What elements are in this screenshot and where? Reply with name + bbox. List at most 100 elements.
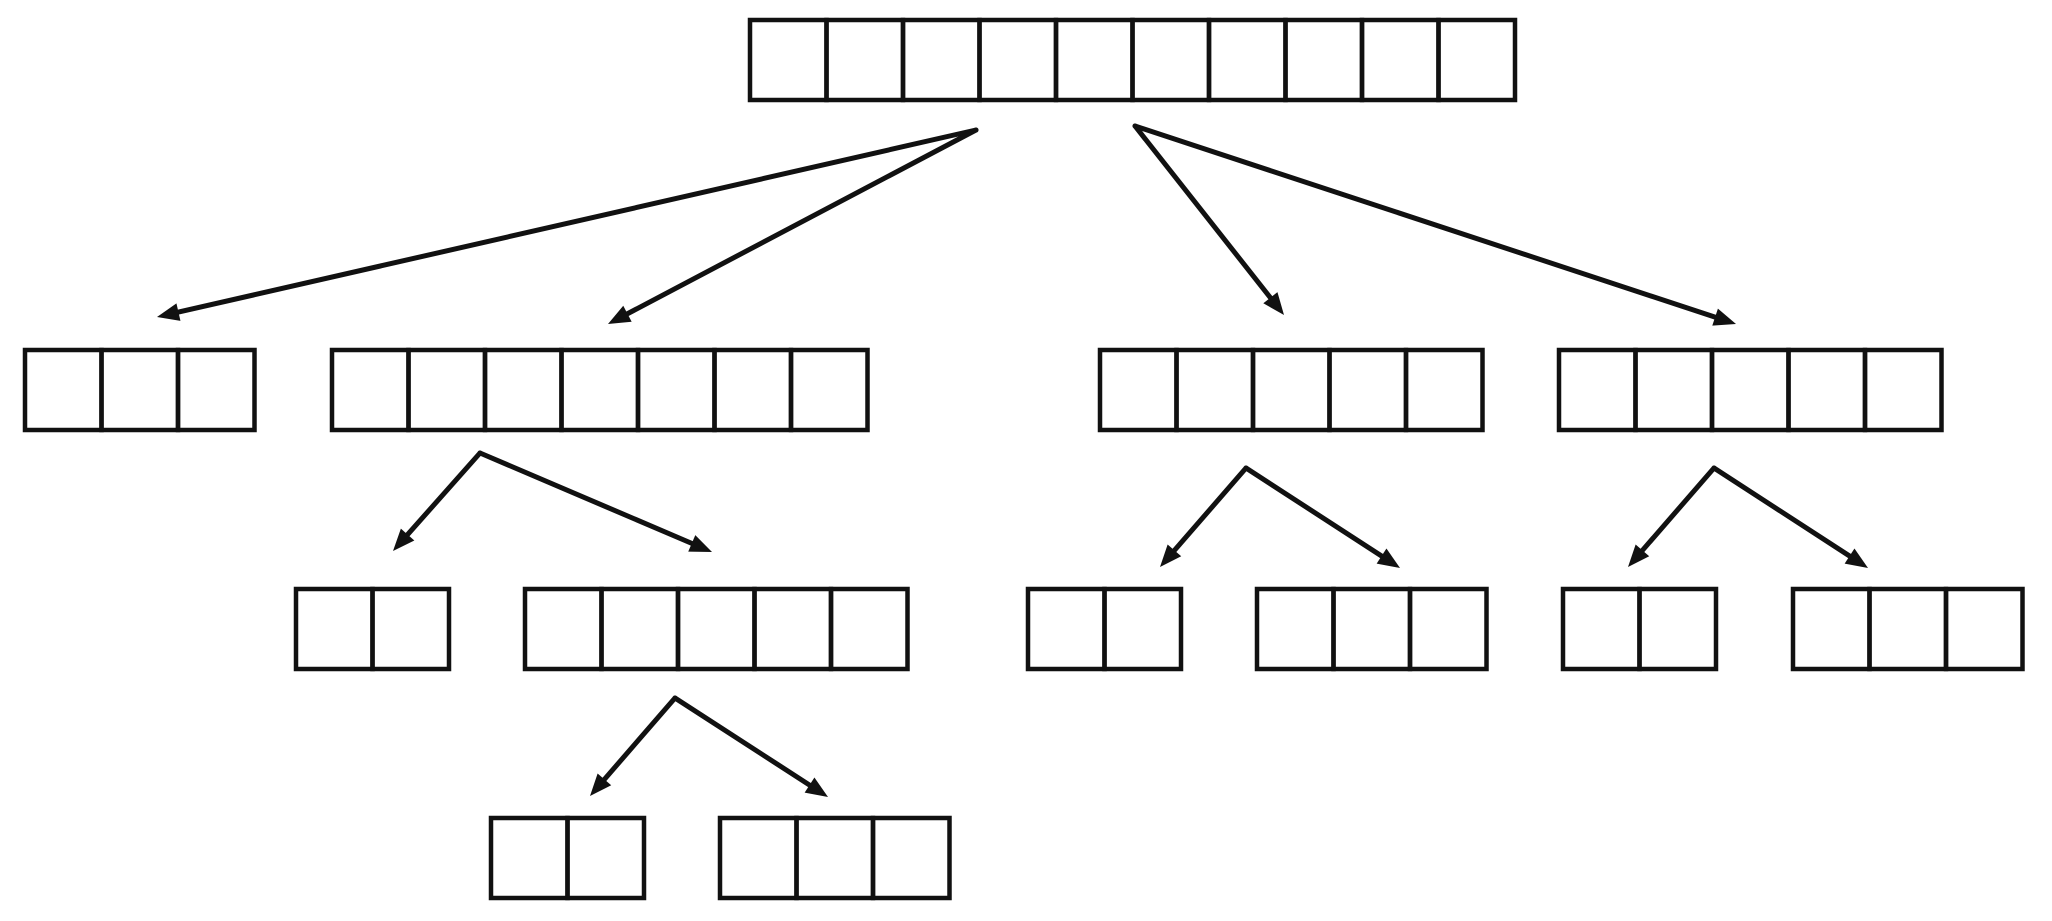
array-cell <box>329 347 411 433</box>
arrowhead <box>1628 544 1650 567</box>
array-cell <box>1254 586 1336 672</box>
array-cell <box>747 17 829 103</box>
array-cell <box>1867 586 1949 672</box>
array-cell <box>1556 347 1638 433</box>
array-cell <box>828 586 910 672</box>
array-cell <box>1790 586 1872 672</box>
array-node-n2b2 <box>717 815 952 901</box>
array-cell <box>1709 347 1791 433</box>
arrowhead <box>1712 308 1736 326</box>
array-cell <box>1053 17 1135 103</box>
array-node-root <box>747 17 1518 103</box>
arrowhead <box>157 303 181 321</box>
arrowhead <box>608 305 632 324</box>
arrow-root-n3 <box>1132 123 1284 315</box>
arrow-shaft <box>1711 465 1853 559</box>
arrow-shaft <box>175 127 979 315</box>
array-cell <box>1560 586 1642 672</box>
arrow-root-n1 <box>157 127 979 321</box>
arrow-shaft <box>405 450 483 538</box>
tree-nodes <box>22 17 2025 901</box>
array-cell <box>599 586 681 672</box>
arrowhead <box>1844 548 1868 568</box>
arrow-shaft <box>1132 123 1718 320</box>
array-cell <box>1943 586 2025 672</box>
array-cell <box>22 347 104 433</box>
arrow-n2b-n2b2 <box>672 695 828 797</box>
array-cell <box>752 586 834 672</box>
arrow-shaft <box>624 127 979 317</box>
arrow-shaft <box>1639 465 1717 553</box>
arrowhead <box>688 535 712 552</box>
array-cell <box>824 17 906 103</box>
arrow-shaft <box>601 695 678 782</box>
array-node-n3b <box>1254 586 1489 672</box>
arrow-n4-n4b <box>1711 465 1868 568</box>
arrowhead <box>804 777 828 797</box>
arrow-shaft <box>1132 123 1273 301</box>
arrow-n4-n4a <box>1628 465 1717 567</box>
tree-edges <box>157 123 1868 797</box>
array-cell <box>488 815 570 901</box>
array-node-n3 <box>1097 347 1485 433</box>
arrow-shaft <box>1171 465 1249 553</box>
array-cell <box>1862 347 1944 433</box>
array-node-n2b <box>522 586 910 672</box>
arrow-root-n4 <box>1132 123 1736 326</box>
array-cell <box>977 17 1059 103</box>
array-cell <box>635 347 717 433</box>
array-cell <box>522 586 604 672</box>
array-cell <box>1436 17 1518 103</box>
array-cell <box>1206 17 1288 103</box>
arrowhead <box>393 528 415 551</box>
array-node-n2b1 <box>488 815 647 901</box>
arrowhead <box>1263 292 1284 315</box>
array-cell <box>788 347 870 433</box>
array-cell <box>1327 347 1409 433</box>
array-cell <box>1637 586 1719 672</box>
arrowhead <box>590 773 612 796</box>
array-cell <box>1130 17 1212 103</box>
array-cell <box>1025 586 1107 672</box>
array-node-n2 <box>329 347 870 433</box>
array-node-n1 <box>22 347 257 433</box>
arrowhead <box>1376 548 1400 568</box>
array-cell <box>1283 17 1365 103</box>
array-node-n3a <box>1025 586 1184 672</box>
arrowhead <box>1160 544 1182 567</box>
array-cell <box>794 815 876 901</box>
array-cell <box>1633 347 1715 433</box>
array-cell <box>99 347 181 433</box>
array-node-n4 <box>1556 347 1944 433</box>
arrow-n3-n3b <box>1243 465 1400 568</box>
array-cell <box>1102 586 1184 672</box>
array-node-n2a <box>293 586 452 672</box>
array-cell <box>293 586 375 672</box>
arrow-n2b-n2b1 <box>590 695 678 796</box>
array-cell <box>1359 17 1441 103</box>
array-cell <box>1250 347 1332 433</box>
array-node-n4b <box>1790 586 2025 672</box>
array-cell <box>1174 347 1256 433</box>
array-cell <box>900 17 982 103</box>
arrow-n2-n2b <box>477 450 712 552</box>
arrow-n2-n2a <box>393 450 483 551</box>
array-cell <box>1331 586 1413 672</box>
arrow-n3-n3a <box>1160 465 1249 567</box>
array-cell <box>1407 586 1489 672</box>
arrow-shaft <box>477 450 695 546</box>
array-cell <box>1403 347 1485 433</box>
array-cell <box>370 586 452 672</box>
array-cell <box>717 815 799 901</box>
array-cell <box>1786 347 1868 433</box>
array-cell <box>559 347 641 433</box>
array-cell <box>712 347 794 433</box>
array-cell <box>406 347 488 433</box>
arrow-root-n2 <box>608 127 979 324</box>
array-node-n4a <box>1560 586 1719 672</box>
array-cell <box>870 815 952 901</box>
array-cell <box>482 347 564 433</box>
arrow-shaft <box>672 695 813 788</box>
arrow-shaft <box>1243 465 1385 559</box>
